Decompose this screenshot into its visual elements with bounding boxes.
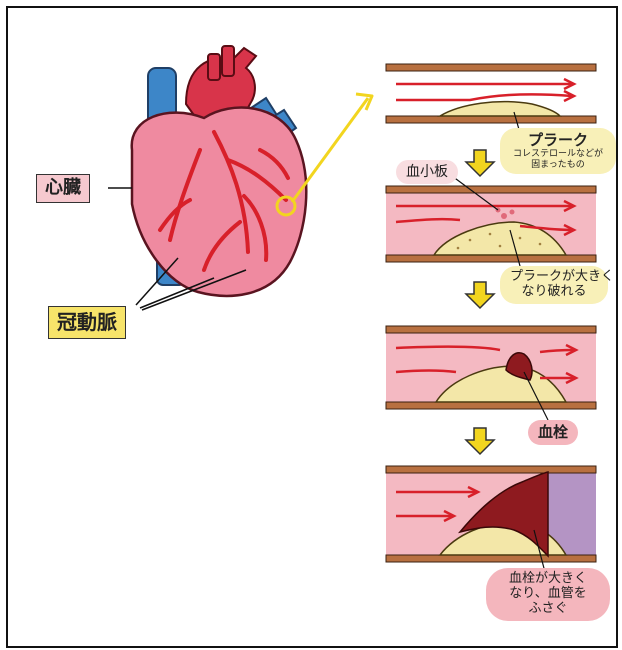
down-arrow-3	[466, 428, 494, 454]
vessel-stage-3	[386, 326, 596, 409]
plaque-rupture-callout: プラークが大きく なり破れる	[500, 266, 608, 304]
heart-illustration	[108, 46, 306, 310]
plaque-note-line-2: 固まったもの	[510, 160, 606, 170]
down-arrow-1	[466, 150, 494, 176]
plaque-rupture-line-1: プラークが大きく	[510, 270, 598, 285]
down-arrow-2	[466, 282, 494, 308]
aorta-branch-1	[208, 54, 220, 80]
plaque-label: プラーク	[510, 132, 606, 149]
platelet-label: 血小板	[396, 160, 458, 184]
plaque-callout: プラーク コレステロールなどが 固まったもの	[500, 128, 616, 174]
plaque-rupture-line-2: なり破れる	[510, 285, 598, 300]
occlusion-line-1: 血栓が大きく	[496, 572, 600, 587]
coronary-artery-label: 冠動脈	[48, 306, 126, 339]
plaque-note-line-1: コレステロールなどが	[510, 149, 606, 159]
occlusion-line-2: なり、血管を	[496, 587, 600, 602]
vessel-stage-2	[386, 186, 596, 262]
aorta-branch-2	[222, 46, 234, 76]
occlusion-callout: 血栓が大きく なり、血管を ふさぐ	[486, 568, 610, 621]
zoom-pointer	[292, 94, 372, 202]
vessel-stage-1	[386, 64, 596, 123]
heart-label: 心臓	[36, 174, 90, 203]
vessel-stage-4	[386, 466, 596, 562]
occlusion-line-3: ふさぐ	[496, 602, 600, 617]
thrombus-label: 血栓	[528, 420, 578, 445]
